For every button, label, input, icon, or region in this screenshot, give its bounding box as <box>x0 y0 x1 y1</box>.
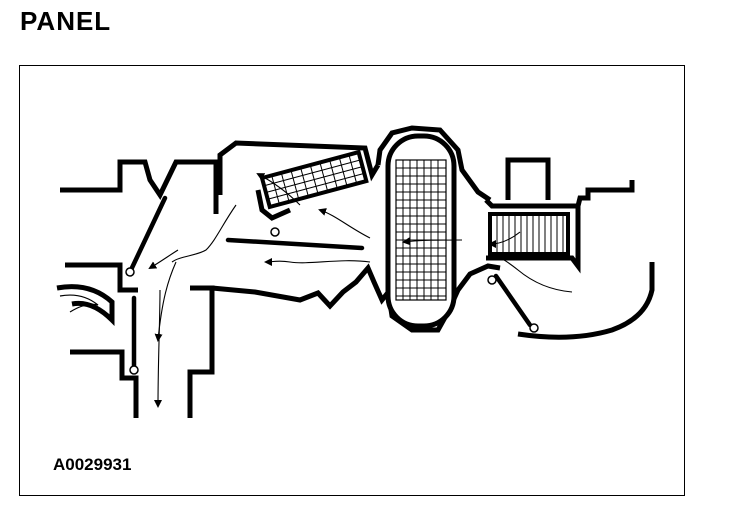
heater-core <box>385 133 457 329</box>
filter-bracket <box>255 189 292 221</box>
evaporator-housing-lower <box>486 206 581 274</box>
blend-door-pivot <box>270 227 280 237</box>
diagram-frame <box>19 65 685 496</box>
defrost-vane <box>56 284 115 327</box>
tilted-filter-grid <box>259 149 369 210</box>
airflow-arrow-down-right <box>154 289 163 408</box>
recirc-door <box>493 273 533 328</box>
heater-core-grid-frame <box>395 159 447 301</box>
recirc-door-pivot <box>529 323 539 333</box>
airflow-arrow-evaporator <box>488 231 521 248</box>
airflow-arrow-upper <box>318 208 371 239</box>
airflow-arrow-core <box>402 237 463 246</box>
airflow-arrow-defrost <box>148 249 179 270</box>
defrost-door <box>127 195 168 275</box>
airflow-curve-mix <box>171 204 237 263</box>
lower-duct-wall <box>190 263 392 310</box>
upper-duct-wall <box>60 159 219 214</box>
page-title: PANEL <box>20 6 112 36</box>
figure-code: A0029931 <box>53 455 132 474</box>
blower-box <box>505 157 551 200</box>
heater-housing-top <box>375 125 492 203</box>
recirc-door-upper-pivot <box>487 275 497 285</box>
airflow-curve-evaporator <box>495 255 573 293</box>
evaporator-fins <box>496 214 564 254</box>
panel-outlet-lower-wall <box>187 285 215 418</box>
evaporator-core <box>488 212 570 256</box>
blend-door <box>225 237 365 251</box>
defrost-outlet-left-wall <box>65 262 138 293</box>
floor-outlet-wall <box>70 349 139 418</box>
recirc-housing-curve <box>517 262 655 340</box>
evaporator-housing-top <box>484 180 635 209</box>
airflow-arrow-lower <box>264 257 371 266</box>
defrost-vane-outline <box>59 294 99 313</box>
top-housing-wall <box>217 140 381 195</box>
floor-door-pivot <box>129 365 139 375</box>
airflow-arrow-filter <box>256 173 301 206</box>
defrost-door-pivot <box>125 267 135 277</box>
airflow-arrow-down-left <box>154 261 177 342</box>
